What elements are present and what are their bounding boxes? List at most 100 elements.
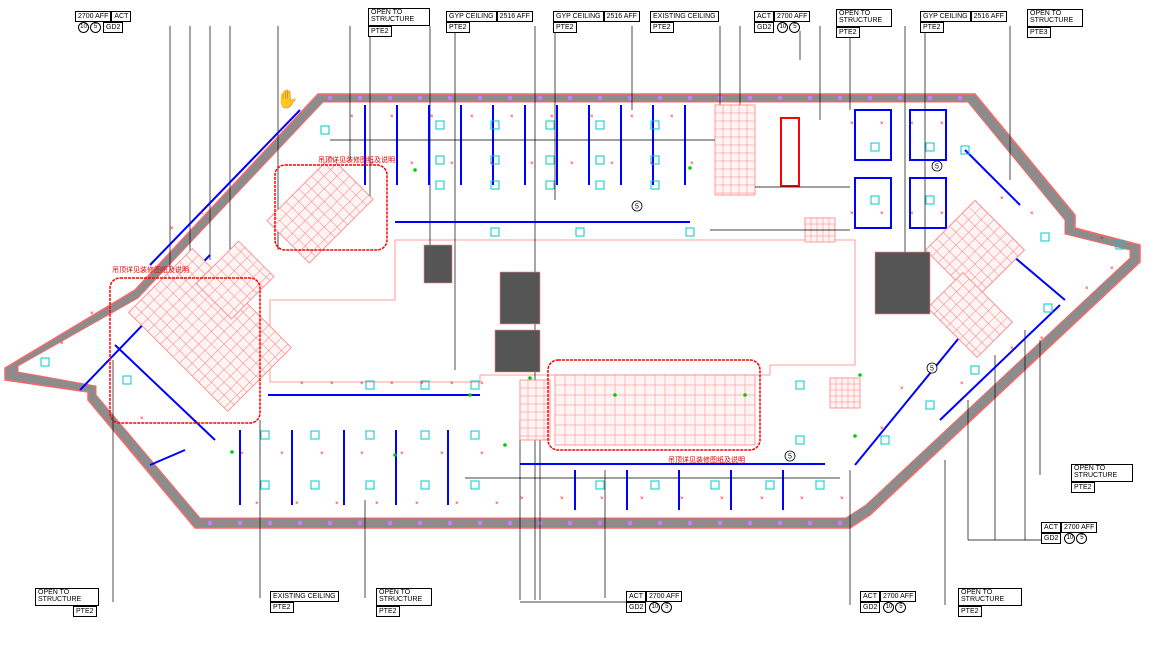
sprinkler-mark: × bbox=[455, 501, 459, 507]
central-void bbox=[269, 239, 856, 383]
light-fixture bbox=[650, 480, 660, 490]
smoke-detector bbox=[413, 168, 417, 172]
column bbox=[597, 520, 603, 526]
sprinkler-mark: × bbox=[560, 496, 564, 502]
column bbox=[867, 95, 873, 101]
light-fixture bbox=[925, 400, 935, 410]
sprinkler-mark: × bbox=[430, 114, 434, 120]
light-fixture bbox=[650, 180, 660, 190]
sprinkler-mark: × bbox=[570, 161, 574, 167]
light-fixture bbox=[435, 180, 445, 190]
act-grid-rotated bbox=[195, 240, 275, 320]
light-fixture bbox=[685, 227, 695, 237]
smoke-detector bbox=[528, 376, 532, 380]
column bbox=[357, 520, 363, 526]
light-fixture bbox=[545, 180, 555, 190]
light-fixture bbox=[1040, 232, 1050, 242]
light-fixture bbox=[310, 430, 320, 440]
sprinkler-mark: × bbox=[940, 211, 944, 217]
light-fixture bbox=[470, 380, 480, 390]
column bbox=[297, 520, 303, 526]
column bbox=[837, 520, 843, 526]
column bbox=[717, 520, 723, 526]
sprinkler-mark: × bbox=[360, 381, 364, 387]
light-fixture bbox=[320, 125, 330, 135]
shaft bbox=[423, 244, 453, 284]
sprinkler-mark: × bbox=[450, 161, 454, 167]
column bbox=[417, 95, 423, 101]
sprinkler-mark: × bbox=[480, 451, 484, 457]
column bbox=[537, 95, 543, 101]
light-fixture bbox=[365, 480, 375, 490]
sprinkler-mark: × bbox=[520, 496, 524, 502]
light-fixture bbox=[545, 120, 555, 130]
sprinkler-mark: × bbox=[630, 114, 634, 120]
sprinkler-mark: × bbox=[410, 161, 414, 167]
sprinkler-mark: × bbox=[440, 451, 444, 457]
act-grid-rotated bbox=[266, 156, 374, 264]
act-grid bbox=[829, 377, 861, 409]
sprinkler-mark: × bbox=[360, 451, 364, 457]
light-fixture bbox=[310, 480, 320, 490]
sprinkler-mark: × bbox=[200, 211, 204, 217]
hand-cursor-icon: ✋ bbox=[276, 89, 299, 109]
smoke-detector bbox=[858, 373, 862, 377]
sprinkler-mark: × bbox=[510, 114, 514, 120]
column bbox=[567, 95, 573, 101]
column bbox=[327, 520, 333, 526]
sprinkler-mark: × bbox=[1010, 346, 1014, 352]
ref-marker bbox=[784, 450, 796, 462]
light-fixture bbox=[795, 380, 805, 390]
column bbox=[447, 520, 453, 526]
column bbox=[327, 95, 333, 101]
light-strip bbox=[149, 449, 186, 466]
light-fixture bbox=[710, 480, 720, 490]
light-strip bbox=[964, 149, 1021, 206]
column bbox=[957, 95, 963, 101]
revision-cloud bbox=[547, 359, 761, 451]
light-fixture bbox=[435, 155, 445, 165]
sprinkler-mark: × bbox=[800, 496, 804, 502]
light-fixture bbox=[880, 435, 890, 445]
smoke-detector bbox=[503, 443, 507, 447]
act-grid bbox=[714, 104, 756, 196]
shaft bbox=[874, 251, 931, 315]
sprinkler-mark: × bbox=[880, 211, 884, 217]
sprinkler-mark: × bbox=[295, 501, 299, 507]
sprinkler-mark: × bbox=[850, 211, 854, 217]
sprinkler-mark: × bbox=[400, 451, 404, 457]
sprinkler-mark: × bbox=[680, 496, 684, 502]
sprinkler-mark: × bbox=[415, 501, 419, 507]
ref-marker bbox=[631, 200, 643, 212]
light-fixture bbox=[490, 180, 500, 190]
light-fixture bbox=[870, 142, 880, 152]
sprinkler-mark: × bbox=[140, 416, 144, 422]
note-1: 吊顶详见装修图纸及说明 bbox=[318, 157, 395, 164]
ref-marker bbox=[926, 362, 938, 374]
light-fixture bbox=[595, 480, 605, 490]
diffuser-box bbox=[909, 177, 947, 229]
column bbox=[837, 95, 843, 101]
sprinkler-mark: × bbox=[495, 501, 499, 507]
light-fixture bbox=[595, 155, 605, 165]
light-fixture bbox=[1043, 303, 1053, 313]
column bbox=[477, 95, 483, 101]
smoke-detector bbox=[230, 450, 234, 454]
smoke-detector bbox=[613, 393, 617, 397]
sprinkler-mark: × bbox=[1030, 211, 1034, 217]
note-2: 吊顶详见装修图纸及说明 bbox=[112, 267, 189, 274]
light-fixture bbox=[960, 145, 970, 155]
light-fixture bbox=[490, 227, 500, 237]
sprinkler-mark: × bbox=[60, 341, 64, 347]
light-fixture bbox=[795, 435, 805, 445]
sprinkler-mark: × bbox=[840, 496, 844, 502]
column bbox=[387, 520, 393, 526]
sprinkler-mark: × bbox=[900, 386, 904, 392]
